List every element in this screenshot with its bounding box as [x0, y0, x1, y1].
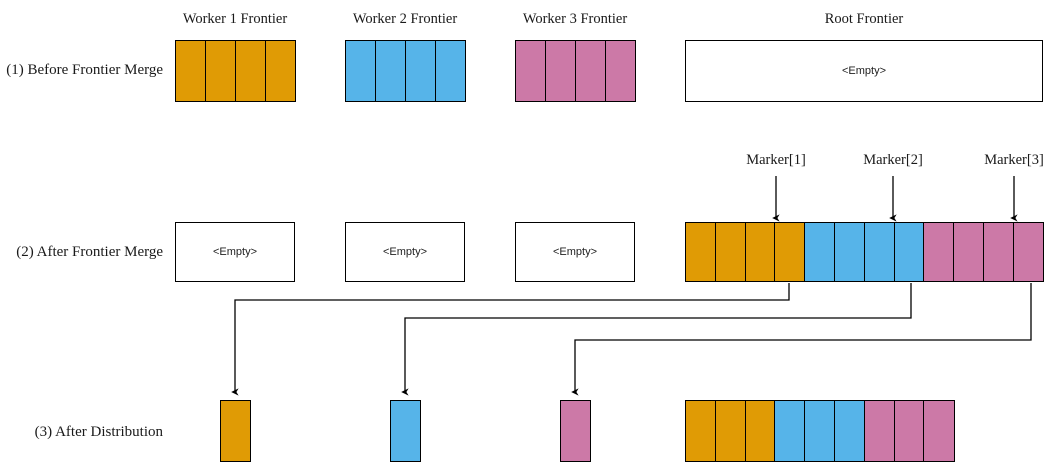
marker-3-label: Marker[3] — [984, 152, 1044, 168]
frontier-cell-orange — [685, 222, 717, 282]
frontier-cell-orange — [714, 222, 746, 282]
worker-3-frontier-bar-after-distribution — [560, 400, 593, 462]
marker-2-label: Marker[2] — [863, 152, 923, 168]
distribution-connector-3 — [571, 283, 1032, 396]
root-frontier-empty-box-before: <Empty> — [685, 40, 1043, 102]
marker-1-label: Marker[1] — [746, 152, 806, 168]
root-frontier-bar-after-distribution — [685, 400, 956, 462]
worker-1-frontier-bar-before — [175, 40, 298, 102]
column-title-worker-3-frontier: Worker 3 Frontier — [522, 11, 628, 27]
column-title-root-frontier: Root Frontier — [824, 11, 904, 27]
worker-3-frontier-bar-before — [515, 40, 638, 102]
frontier-cell-pink — [605, 40, 637, 102]
empty-label: <Empty> — [212, 246, 258, 258]
frontier-cell-blue — [893, 222, 925, 282]
distribution-connector-2 — [401, 283, 912, 396]
frontier-cell-pink — [863, 400, 895, 462]
frontier-cell-pink — [560, 400, 592, 462]
frontier-cell-orange — [205, 40, 237, 102]
frontier-cell-pink — [515, 40, 547, 102]
frontier-cell-orange — [685, 400, 717, 462]
frontier-cell-orange — [175, 40, 207, 102]
worker-1-empty-box-after-merge: <Empty> — [175, 222, 295, 282]
column-title-worker-2-frontier: Worker 2 Frontier — [352, 11, 458, 27]
frontier-cell-orange — [774, 222, 806, 282]
column-title-worker-1-frontier: Worker 1 Frontier — [182, 11, 288, 27]
frontier-cell-orange — [744, 222, 776, 282]
worker-3-empty-box-after-merge: <Empty> — [515, 222, 635, 282]
frontier-cell-blue — [804, 400, 836, 462]
frontier-cell-orange — [265, 40, 297, 102]
frontier-cell-orange — [744, 400, 776, 462]
worker-2-frontier-bar-after-distribution — [390, 400, 423, 462]
root-frontier-merged-bar — [685, 222, 1045, 282]
frontier-cell-blue — [833, 222, 866, 282]
frontier-cell-blue — [345, 40, 377, 102]
row-label-before-frontier-merge: (1) Before Frontier Merge — [6, 62, 163, 78]
empty-label: <Empty> — [552, 246, 598, 258]
worker-2-empty-box-after-merge: <Empty> — [345, 222, 465, 282]
frontier-cell-blue — [375, 40, 407, 102]
frontier-cell-orange — [235, 40, 267, 102]
frontier-cell-blue — [435, 40, 467, 102]
frontier-cell-blue — [833, 400, 866, 462]
frontier-cell-blue — [390, 400, 422, 462]
frontier-cell-orange — [220, 400, 252, 462]
worker-1-frontier-bar-after-distribution — [220, 400, 253, 462]
worker-2-frontier-bar-before — [345, 40, 468, 102]
frontier-cell-pink — [953, 222, 985, 282]
frontier-cell-blue — [774, 400, 806, 462]
frontier-cell-pink — [575, 40, 607, 102]
empty-label: <Empty> — [382, 246, 428, 258]
frontier-cell-pink — [893, 400, 925, 462]
row-label-after-distribution: (3) After Distribution — [34, 424, 163, 440]
frontier-cell-orange — [714, 400, 746, 462]
frontier-cell-pink — [1012, 222, 1044, 282]
empty-label: <Empty> — [841, 65, 887, 77]
frontier-cell-pink — [982, 222, 1015, 282]
frontier-cell-blue — [863, 222, 895, 282]
row-label-after-frontier-merge: (2) After Frontier Merge — [16, 244, 163, 260]
frontier-cell-pink — [923, 400, 955, 462]
frontier-cell-blue — [804, 222, 836, 282]
frontier-cell-pink — [923, 222, 955, 282]
distribution-connector-1 — [231, 283, 790, 396]
frontier-cell-blue — [405, 40, 437, 102]
frontier-cell-pink — [545, 40, 577, 102]
